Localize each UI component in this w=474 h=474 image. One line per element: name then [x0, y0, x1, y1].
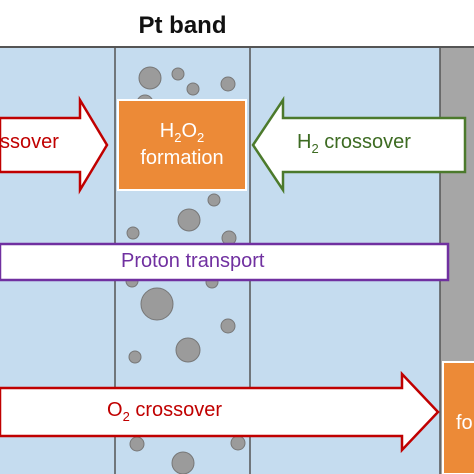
- pt-particle: [138, 66, 162, 90]
- pt-particle: [220, 76, 236, 92]
- pt-particle: [140, 287, 174, 321]
- proton-transport-arrow: [0, 242, 450, 282]
- pt-band-title: Pt band: [138, 12, 227, 39]
- pt-particle: [129, 436, 145, 452]
- pt-particle: [171, 67, 185, 81]
- o2-crossover-label: O2 crossover: [107, 399, 223, 424]
- h2o2-formula: H2O2: [159, 120, 205, 145]
- h2o2-formation-box: [117, 99, 247, 191]
- pt-particle: [177, 208, 201, 232]
- pt-particle: [207, 193, 221, 207]
- pt-particle: [220, 318, 236, 334]
- pt-particle: [175, 337, 201, 363]
- o2-crossover-arrow: [0, 370, 440, 454]
- pt-particle: [126, 226, 140, 240]
- h2o2-formation-label: H2O2 formation: [118, 100, 246, 190]
- formation-word: formation: [140, 147, 224, 169]
- pt-particle: [186, 82, 200, 96]
- h2-crossover-arrow: [251, 95, 467, 195]
- right-formation-box: [442, 361, 474, 474]
- h2-crossover-label: H2 crossover: [297, 131, 411, 156]
- pt-particle: [128, 350, 142, 364]
- right-box-label: fo: [456, 412, 473, 434]
- pt-particle: [171, 451, 195, 474]
- left-crossover-arrow: [0, 95, 109, 195]
- left-crossover-label: ssover: [0, 131, 59, 153]
- pt-particle: [230, 435, 246, 451]
- proton-transport-label: Proton transport: [121, 250, 265, 272]
